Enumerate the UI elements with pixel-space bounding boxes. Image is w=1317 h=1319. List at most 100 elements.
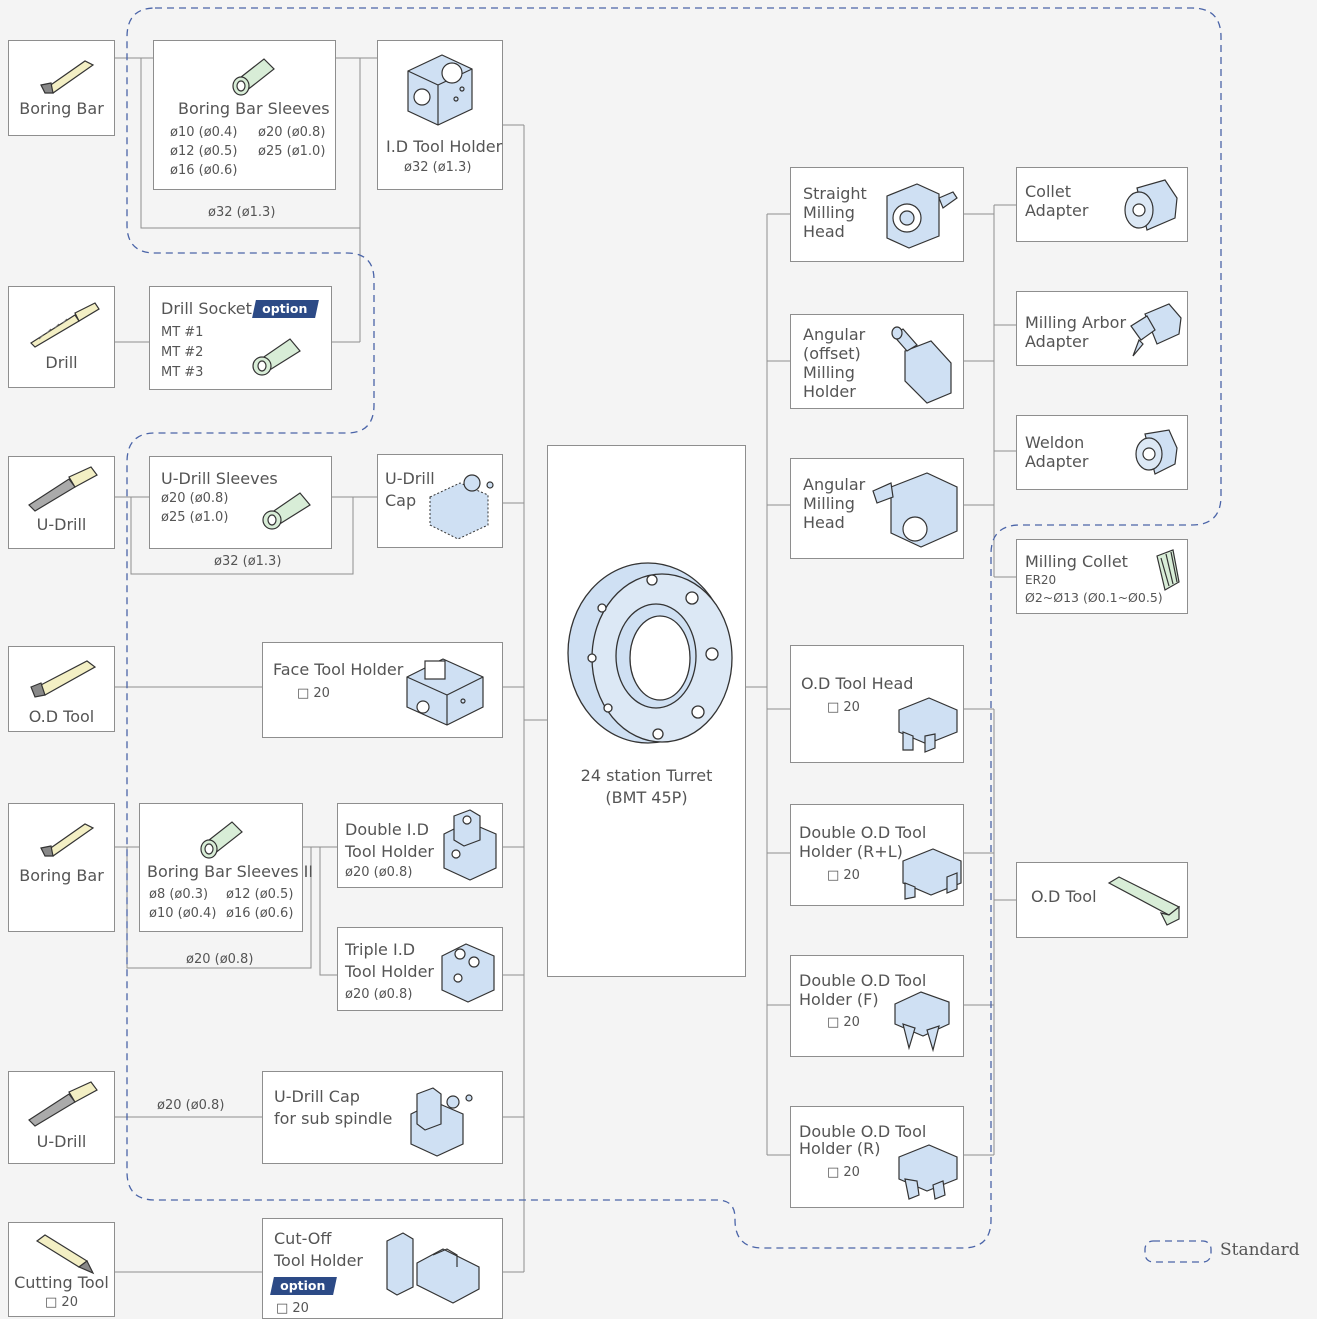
id-holder-icon — [407, 54, 473, 126]
milling-arbor-adapter[interactable]: Milling Arbor Adapter — [1016, 291, 1188, 366]
u-drill-sleeves[interactable]: U-Drill Sleeves ø20 (ø0.8) ø25 (ø1.0) — [149, 456, 332, 549]
od-tool-right[interactable]: O.D Tool — [1016, 862, 1188, 938]
cutting-tool-icon — [35, 1234, 95, 1275]
head-line: Head — [803, 222, 845, 241]
head-line: Straight — [803, 184, 867, 203]
u-drill-cap-sub-spindle[interactable]: U-Drill Cap for sub spindle — [262, 1071, 503, 1164]
tool-label: Drill — [45, 353, 78, 372]
od-tool-icon — [30, 660, 97, 698]
holder-line: Double O.D Tool — [799, 1122, 927, 1141]
link-label: ø20 (ø0.8) — [157, 1098, 225, 1113]
tool-drill[interactable]: Drill — [8, 286, 115, 388]
collet-title: Milling Collet — [1025, 552, 1128, 571]
adapter-line: Collet — [1025, 182, 1071, 201]
double-od-tool-holder-f[interactable]: Double O.D Tool Holder (F) □ 20 — [790, 955, 964, 1057]
adapter-line: Adapter — [1025, 201, 1089, 220]
head-line: (offset) — [803, 344, 861, 363]
holder-size: □ 20 — [827, 1165, 860, 1180]
double-od-tool-holder-rl[interactable]: Double O.D Tool Holder (R+L) □ 20 — [790, 804, 964, 906]
cut-off-tool-holder[interactable]: Cut-Off Tool Holder option □ 20 — [262, 1218, 503, 1319]
sleeve-size: ø16 (ø0.6) — [170, 163, 238, 178]
holder-line: Tool Holder — [274, 1251, 364, 1270]
straight-milling-head[interactable]: Straight Milling Head — [790, 167, 964, 262]
double-od-f-icon — [894, 991, 950, 1053]
triple-id-tool-holder[interactable]: Triple I.D Tool Holder ø20 (ø0.8) — [337, 927, 503, 1011]
holder-line: Triple I.D — [345, 940, 416, 959]
turret-icon — [567, 562, 733, 744]
tool-boring-bar-1[interactable]: Boring Bar — [8, 40, 115, 136]
double-od-tool-holder-r[interactable]: Double O.D Tool Holder (R) □ 20 — [790, 1106, 964, 1208]
collet-adapter[interactable]: Collet Adapter — [1016, 167, 1188, 242]
tool-label: Boring Bar — [19, 99, 104, 118]
sleeve-size: ø20 (ø0.8) — [161, 491, 229, 506]
bracket-label: ø20 (ø0.8) — [186, 952, 254, 967]
tool-u-drill-2[interactable]: U-Drill — [8, 1071, 115, 1164]
sleeves-title: Boring Bar Sleeves II — [147, 862, 314, 881]
head-line: Milling — [803, 203, 855, 222]
face-tool-holder[interactable]: Face Tool Holder □ 20 — [262, 642, 503, 738]
double-id-icon — [443, 809, 497, 881]
cap-line: U-Drill Cap — [274, 1087, 360, 1106]
holder-size: ø32 (ø1.3) — [404, 160, 472, 175]
sleeve-size: ø25 (ø1.0) — [161, 510, 229, 525]
head-line: Milling — [803, 363, 855, 382]
tool-u-drill-1[interactable]: U-Drill — [8, 456, 115, 549]
u-drill-icon — [28, 466, 98, 512]
sleeve-icon — [200, 821, 243, 859]
u-drill-cap-icon — [429, 474, 494, 540]
option-badge: option — [252, 300, 320, 318]
tool-cutting-tool[interactable]: Cutting Tool □ 20 — [8, 1222, 115, 1317]
cap-line: for sub spindle — [274, 1109, 393, 1128]
face-holder-icon — [406, 658, 484, 726]
sleeves-title: Boring Bar Sleeves — [178, 99, 330, 118]
holder-line: Tool Holder — [345, 842, 435, 861]
milling-collet-icon — [1156, 549, 1180, 591]
adapter-line: Weldon — [1025, 433, 1085, 452]
holder-size: ø20 (ø0.8) — [345, 865, 413, 880]
holder-line: Double O.D Tool — [799, 823, 927, 842]
holder-line: Holder (F) — [799, 990, 879, 1009]
bracket-label: ø32 (ø1.3) — [208, 205, 276, 220]
angular-milling-icon — [872, 472, 958, 548]
sleeve-icon — [232, 58, 275, 96]
holder-size: □ 20 — [827, 868, 860, 883]
head-line: Milling — [803, 494, 855, 513]
boring-bar-sleeves[interactable]: Boring Bar Sleeves ø10 (ø0.4) ø20 (ø0.8)… — [153, 40, 336, 190]
turret-box[interactable]: 24 station Turret (BMT 45P) — [547, 445, 746, 977]
collet-range: Ø2~Ø13 (Ø0.1~Ø0.5) — [1025, 590, 1163, 605]
drill-socket-icon — [252, 338, 301, 376]
id-tool-holder[interactable]: I.D Tool Holder ø32 (ø1.3) — [377, 40, 503, 190]
od-tool-head[interactable]: O.D Tool Head □ 20 — [790, 645, 964, 763]
tool-label: U-Drill — [36, 515, 87, 534]
drill-socket[interactable]: Drill Socket option MT #1 MT #2 MT #3 — [149, 286, 332, 390]
angular-offset-icon — [891, 326, 952, 404]
holder-line: Tool Holder — [345, 962, 435, 981]
tool-od-tool-left[interactable]: O.D Tool — [8, 646, 115, 732]
tool-boring-bar-2[interactable]: Boring Bar — [8, 803, 115, 932]
boring-bar-sleeves-ii[interactable]: Boring Bar Sleeves II ø8 (ø0.3) ø12 (ø0.… — [139, 803, 313, 932]
holder-line: Double O.D Tool — [799, 971, 927, 990]
turret-title: 24 station Turret — [580, 766, 713, 785]
milling-collet[interactable]: Milling Collet ER20 Ø2~Ø13 (Ø0.1~Ø0.5) — [1016, 539, 1188, 614]
milling-arbor-icon — [1130, 303, 1182, 357]
standard-region-top — [126, 7, 1222, 1249]
straight-milling-icon — [886, 183, 958, 249]
collet-adapter-icon — [1124, 179, 1178, 231]
head-size: □ 20 — [827, 700, 860, 715]
double-id-tool-holder[interactable]: Double I.D Tool Holder ø20 (ø0.8) — [337, 803, 503, 888]
collet-type: ER20 — [1025, 573, 1057, 587]
angular-offset-milling-holder[interactable]: Angular (offset) Milling Holder — [790, 314, 964, 409]
u-drill-cap[interactable]: U-Drill Cap — [377, 454, 503, 548]
holder-title: I.D Tool Holder — [386, 137, 503, 156]
bracket-label: ø32 (ø1.3) — [214, 554, 282, 569]
double-od-rl-icon — [902, 848, 962, 900]
adapter-line: Milling Arbor — [1025, 313, 1127, 332]
boring-bar-icon — [40, 823, 95, 857]
u-drill-icon — [28, 1081, 98, 1127]
weldon-adapter[interactable]: Weldon Adapter — [1016, 415, 1188, 490]
sleeve-size: ø12 (ø0.5) — [226, 887, 294, 902]
holder-size: ø20 (ø0.8) — [345, 987, 413, 1002]
angular-milling-head[interactable]: Angular Milling Head — [790, 458, 964, 559]
holder-title: Face Tool Holder — [273, 660, 404, 679]
